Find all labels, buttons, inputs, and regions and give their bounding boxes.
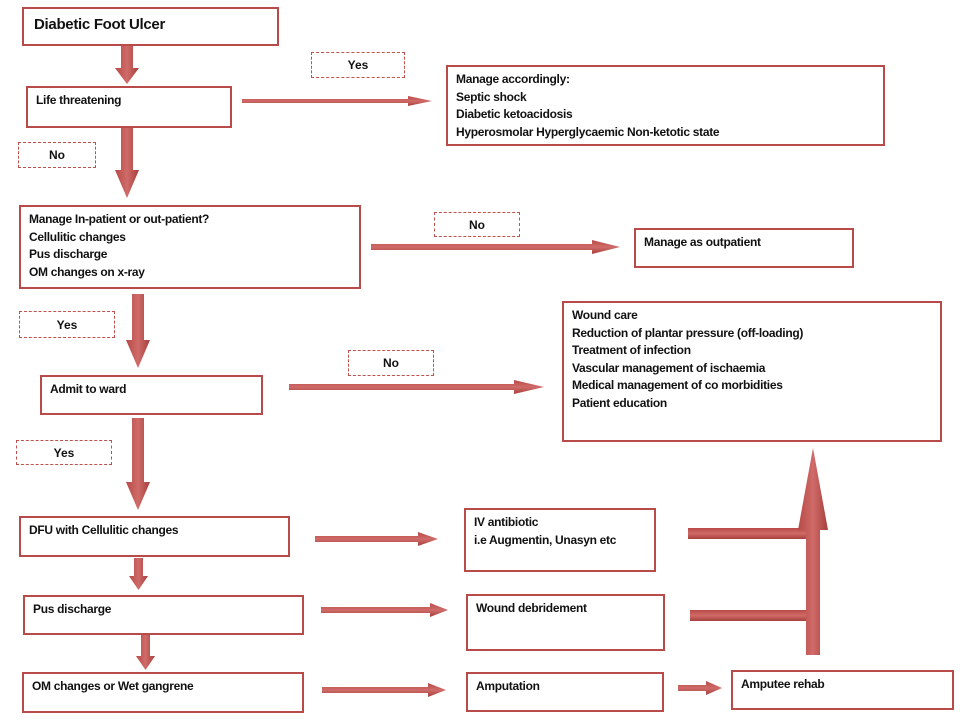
manage-accordingly-line-0: Manage accordingly:: [456, 72, 570, 86]
yes-label-3: Yes: [16, 440, 112, 465]
arrow-right-life: [242, 96, 432, 106]
manage-in-out-line-3: OM changes on x-ray: [29, 264, 145, 279]
arrow-down-life: [115, 128, 139, 198]
arrow-right-inout: [371, 240, 620, 254]
yes-label-2: Yes: [19, 311, 115, 338]
arrow-right-admit: [289, 380, 544, 394]
wound-care-line-4: Medical management of co morbidities: [572, 378, 783, 392]
wound-care-line-3: Vascular management of ischaemia: [572, 360, 766, 375]
diabetic-foot-ulcer-box: Diabetic Foot Ulcer: [22, 7, 279, 46]
yes-label-1: Yes: [311, 52, 405, 78]
no-label-2: No: [434, 212, 520, 237]
om-changes-box: OM changes or Wet gangrene: [22, 672, 304, 713]
manage-as-outpatient-box: Manage as outpatient: [634, 228, 854, 268]
connector-debridement: [690, 610, 820, 621]
manage-accordingly-line-1: Septic shock: [456, 89, 527, 104]
manage-accordingly-line-2: Diabetic ketoacidosis: [456, 107, 573, 121]
amputee-rehab-box: Amputee rehab: [731, 670, 954, 710]
no-label-3: No: [348, 350, 434, 376]
manage-accordingly-box: Manage accordingly: Septic shock Diabeti…: [446, 65, 885, 146]
arrow-up-large: [798, 448, 828, 655]
amputation-box: Amputation: [466, 672, 664, 712]
wound-care-line-2: Treatment of infection: [572, 343, 691, 357]
wound-care-line-5: Patient education: [572, 395, 667, 410]
arrow-right-dfu: [315, 532, 438, 546]
wound-care-box: Wound care Reduction of plantar pressure…: [562, 301, 942, 442]
wound-debridement-box: Wound debridement: [466, 594, 665, 651]
arrow-down-title: [115, 46, 139, 84]
arrow-down-dfu: [129, 558, 148, 590]
pus-discharge-box: Pus discharge: [23, 595, 304, 635]
wound-care-line-0: Wound care: [572, 308, 638, 322]
arrow-down-inout: [126, 294, 150, 368]
manage-in-out-line-0: Manage In-patient or out-patient?: [29, 212, 210, 226]
connector-iv: [688, 528, 820, 539]
arrow-right-pus: [321, 603, 448, 617]
no-label-1: No: [18, 142, 96, 168]
wound-care-line-1: Reduction of plantar pressure (off-loadi…: [572, 325, 804, 340]
dfu-cellulitic-box: DFU with Cellulitic changes: [19, 516, 290, 557]
manage-in-out-line-1: Cellulitic changes: [29, 229, 126, 244]
manage-in-out-line-2: Pus discharge: [29, 247, 108, 261]
arrow-right-amputation: [678, 681, 722, 695]
manage-in-out-patient-box: Manage In-patient or out-patient? Cellul…: [19, 205, 361, 289]
life-threatening-box: Life threatening: [26, 86, 232, 128]
arrow-right-om: [322, 683, 446, 697]
manage-accordingly-line-3: Hyperosmolar Hyperglycaemic Non-ketotic …: [456, 124, 720, 139]
iv-antibiotic-line-1: i.e Augmentin, Unasyn etc: [474, 532, 617, 547]
arrow-down-admit: [126, 418, 150, 510]
arrow-down-pus: [136, 635, 155, 670]
admit-to-ward-box: Admit to ward: [40, 375, 263, 415]
iv-antibiotic-box: IV antibiotic i.e Augmentin, Unasyn etc: [464, 508, 656, 572]
iv-antibiotic-line-0: IV antibiotic: [474, 515, 539, 529]
